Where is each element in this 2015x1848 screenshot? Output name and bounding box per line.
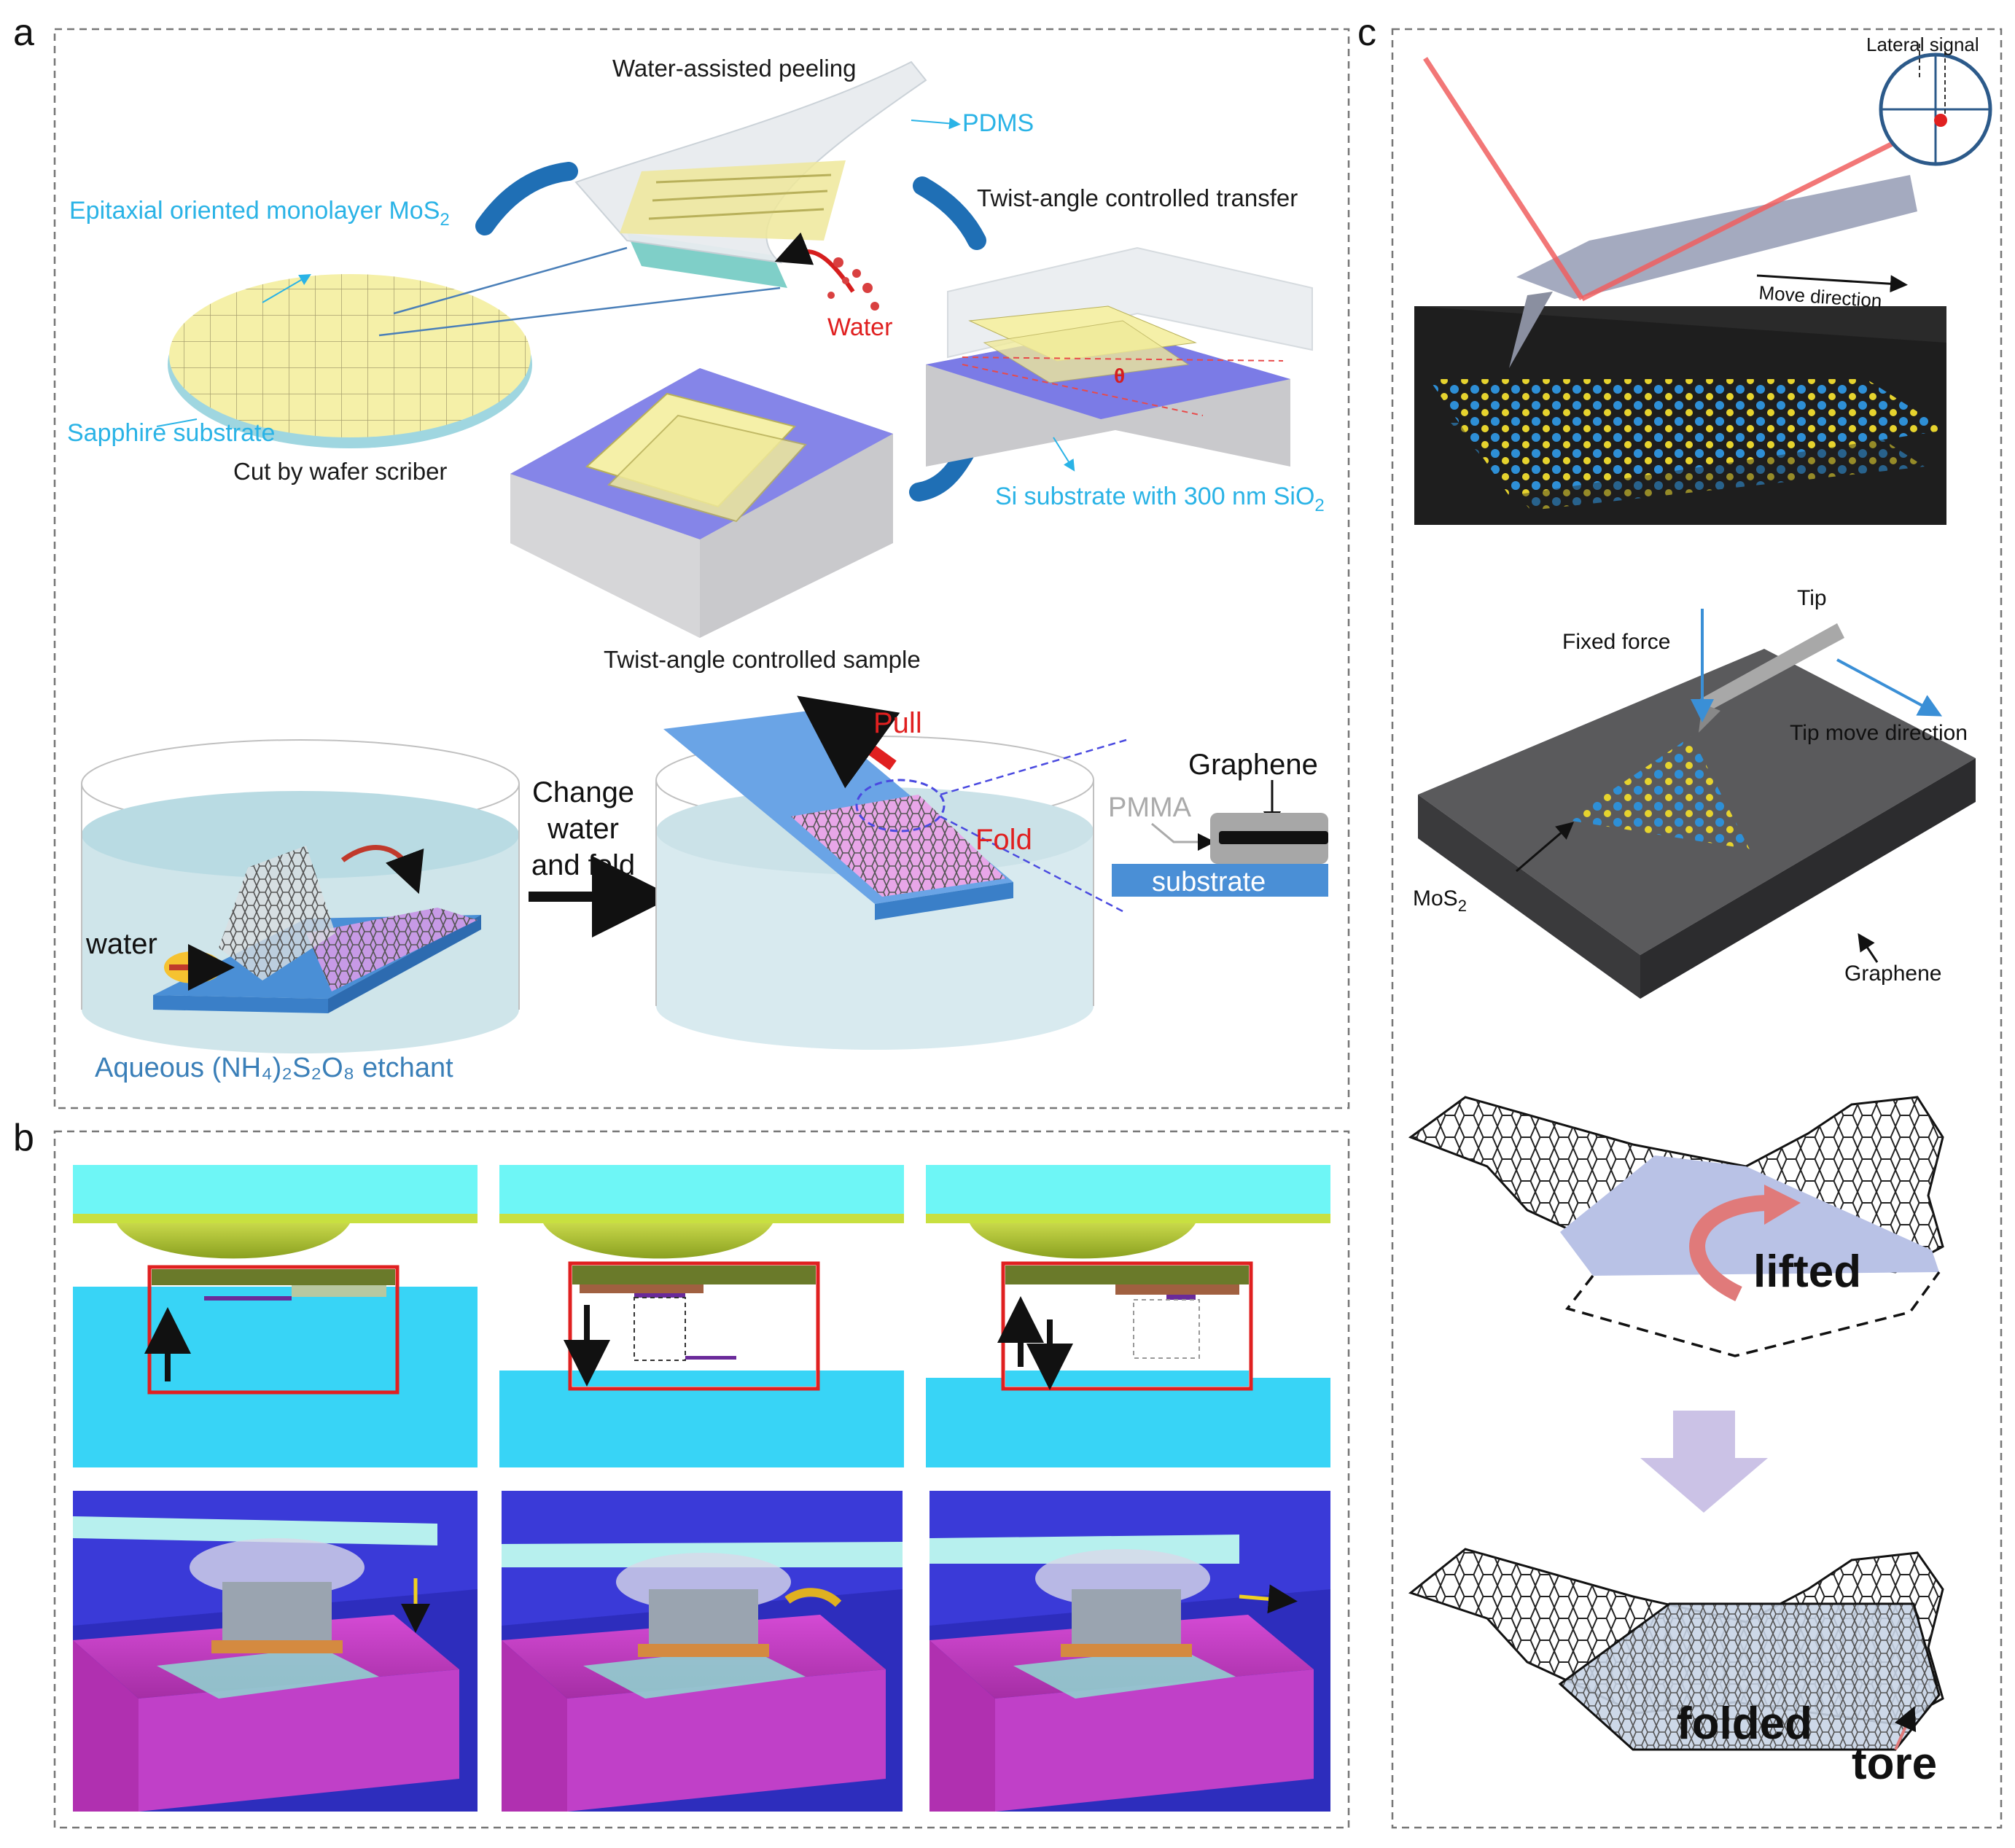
water-droplets	[827, 257, 879, 311]
process-arrow-1	[475, 162, 578, 235]
pmma-pointer	[1151, 822, 1215, 851]
label-theta: θ	[1114, 364, 1125, 387]
transfer-stack	[926, 246, 1313, 467]
pull-arrow	[797, 695, 900, 789]
panel-a-frame	[53, 28, 1350, 1110]
epitaxial-pointer	[262, 273, 311, 303]
render-2	[502, 1491, 903, 1812]
twist-sample-block	[510, 368, 893, 638]
label-twist-sample: Twist-angle controlled sample	[604, 646, 921, 673]
connector-line	[393, 246, 628, 315]
sapphire-pointer	[156, 418, 198, 427]
si-pointer	[1053, 437, 1075, 472]
label-water: Water	[827, 313, 892, 341]
panel-c-frame	[1391, 28, 2003, 1829]
label-cut-by-wafer-scriber: Cut by wafer scriber	[233, 458, 447, 485]
label-pull: Pull	[873, 707, 922, 739]
label-water-word: water	[547, 813, 619, 845]
lifted-schematic	[1408, 1096, 1944, 1357]
label-si-substrate: Si substrate with 300 nm SiO2	[995, 483, 1325, 515]
sapphire-wafer	[168, 274, 532, 448]
label-fixed-force: Fixed force	[1562, 630, 1670, 654]
label-tore: tore	[1852, 1739, 1937, 1789]
panel-a-letter: a	[13, 12, 34, 54]
panel-b-frame	[53, 1130, 1350, 1829]
label-water-lower: water	[85, 928, 157, 960]
panel-a: a Epitaxial oriented monolayer MoS2 Sapp…	[13, 12, 1350, 1110]
label-twist-transfer: Twist-angle controlled transfer	[977, 184, 1298, 211]
panel-c: c Lateral signal Move direction	[1357, 12, 2003, 1829]
label-graphene-c: Graphene	[1844, 962, 1941, 986]
panel-b-letter: b	[13, 1117, 34, 1159]
label-lateral-signal: Lateral signal	[1866, 34, 1979, 55]
label-sapphire-substrate: Sapphire substrate	[67, 419, 275, 447]
transition-arrow	[1640, 1411, 1768, 1513]
folded-schematic	[1408, 1548, 1944, 1751]
pdms-pointer	[911, 117, 961, 130]
render-1	[73, 1491, 478, 1812]
label-pdms: PDMS	[962, 109, 1034, 137]
label-tip-move-direction: Tip move direction	[1790, 721, 1968, 745]
schematic-3	[926, 1165, 1330, 1467]
beaker-right	[655, 711, 1127, 1050]
schematic-1	[73, 1165, 478, 1467]
afm-friction-render	[1414, 44, 1992, 525]
water-flow-arrow	[774, 232, 855, 293]
label-lifted: lifted	[1753, 1247, 1861, 1297]
label-water-assisted-peeling: Water-assisted peeling	[612, 55, 856, 82]
panel-b: b	[13, 1117, 1350, 1829]
graphene-layer	[1219, 831, 1328, 844]
process-arrow-2	[913, 176, 986, 250]
beaker-left	[81, 739, 520, 1053]
label-graphene-a: Graphene	[1188, 749, 1318, 781]
label-mos2: MoS2	[1413, 886, 1467, 915]
label-change: Change	[532, 776, 634, 808]
label-and-fold: and fold	[531, 849, 635, 881]
label-folded: folded	[1677, 1699, 1812, 1749]
label-etchant: Aqueous (NH₄)₂S₂O₈ etchant	[95, 1053, 453, 1083]
afm-tip-render	[1418, 609, 1976, 999]
render-3	[929, 1491, 1330, 1812]
substrate-block	[1112, 864, 1328, 897]
schematic-2	[499, 1165, 904, 1467]
pdms-peeling-stack	[574, 61, 927, 288]
label-epitaxial-mos2: Epitaxial oriented monolayer MoS2	[69, 197, 450, 230]
label-tip: Tip	[1797, 586, 1827, 610]
label-fold: Fold	[975, 824, 1032, 856]
label-substrate: substrate	[1152, 867, 1266, 897]
panel-c-letter: c	[1357, 12, 1376, 54]
connector-line	[378, 286, 781, 337]
label-pmma: PMMA	[1108, 792, 1192, 823]
